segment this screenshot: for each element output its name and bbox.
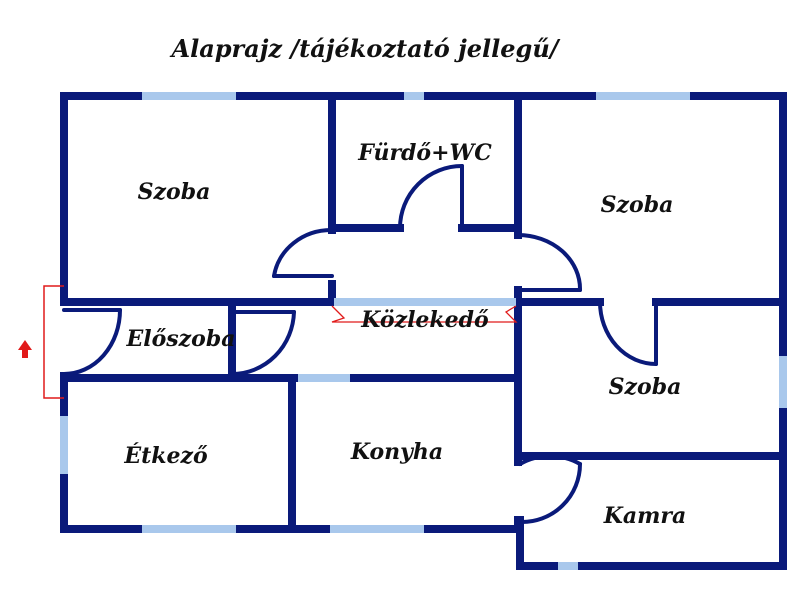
plan-title: Alaprajz /tájékoztató jellegű/: [169, 34, 560, 63]
door-szoba1: [272, 227, 334, 278]
door-entrance: [62, 308, 122, 376]
room-label-furdo: Fürdő+WC: [357, 140, 492, 166]
arrow-up-icon: [18, 340, 32, 358]
kozlekedo-marker: [331, 305, 518, 323]
room-label-szoba-2: Szoba: [601, 192, 674, 218]
room-label-eloszoba: Előszoba: [126, 326, 236, 352]
door-eloszoba: [230, 310, 296, 376]
room-label-szoba-3: Szoba: [609, 374, 682, 400]
room-label-etkezo: Étkező: [123, 442, 208, 469]
room-label-kamra: Kamra: [603, 503, 687, 529]
entrance-marker: [18, 285, 64, 399]
room-label-szoba-1: Szoba: [138, 179, 211, 205]
windows: [60, 92, 787, 570]
door-szoba3: [598, 300, 658, 366]
door-szoba2: [516, 233, 583, 292]
doors: [62, 164, 658, 525]
room-label-kozlekedo: Közlekedő: [360, 307, 489, 333]
door-kamra: [518, 453, 582, 525]
room-label-konyha: Konyha: [350, 439, 443, 465]
door-furdo: [398, 164, 464, 230]
